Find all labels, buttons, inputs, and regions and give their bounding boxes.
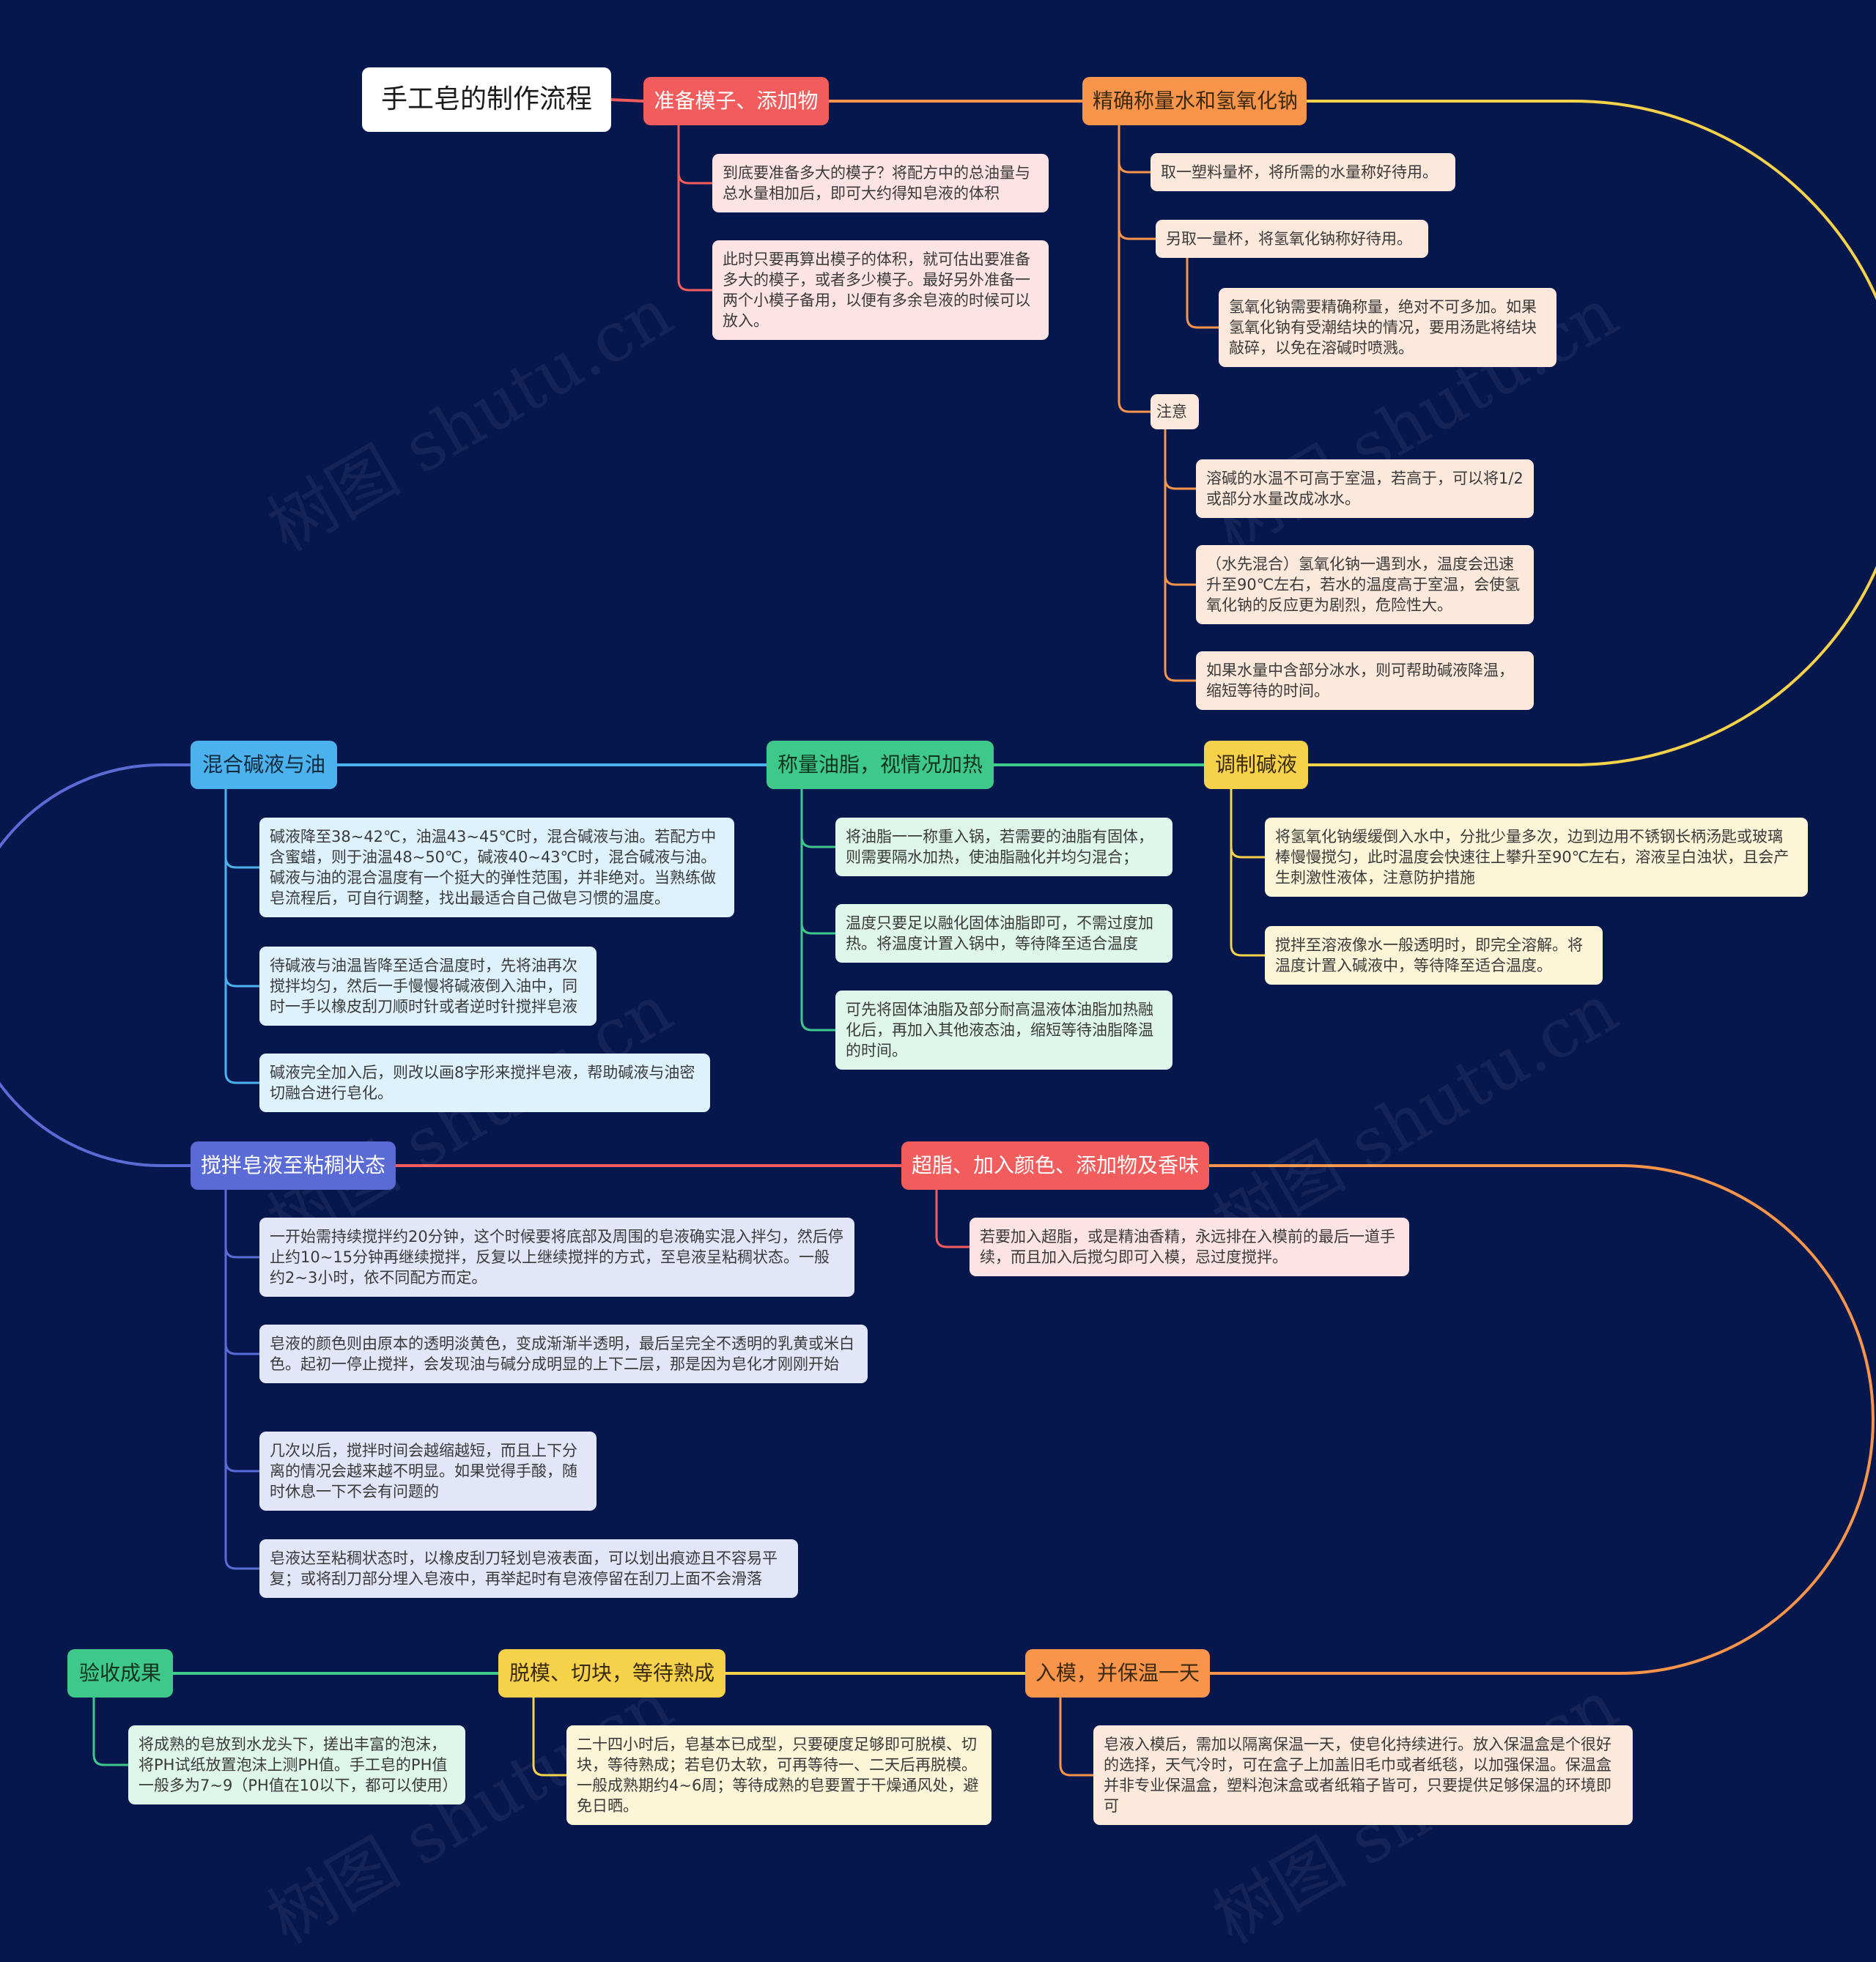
note-superfat-last[interactable]: 若要加入超脂，或是精油香精，永远排在入模前的最后一道手续，而且加入后搅匀即可入模… [970, 1218, 1409, 1276]
note-caution-label[interactable]: 注意 [1151, 394, 1199, 429]
note-mold-size[interactable]: 到底要准备多大的模子？将配方中的总油量与总水量相加后，即可大约得知皂液的体积 [712, 154, 1049, 212]
connector-child [224, 1557, 261, 1570]
topic-mix-lye-oil[interactable]: 混合碱液与油 [191, 741, 337, 789]
note-ice-water[interactable]: 如果水量中含部分冰水，则可帮助碱液降温，缩短等待的时间。 [1196, 651, 1534, 710]
root-title[interactable]: 手工皂的制作流程 [362, 67, 611, 132]
connector-child [224, 1342, 261, 1355]
connector-child [532, 1763, 568, 1777]
note-melt-first[interactable]: 可先将固体油脂及部分耐高温液体油脂加热融化后，再加入其他液态油，缩短等待油脂降温… [835, 991, 1172, 1070]
note-unmold-cure[interactable]: 二十四小时后，皂基本已成型，只要硬度足够即可脱模、切块，等待熟成；若皂仍太软，可… [566, 1725, 991, 1825]
note-shorter-stir[interactable]: 几次以后，搅拌时间会越缩越短，而且上下分离的情况会越来越不明显。如果觉得手酸，随… [259, 1432, 597, 1511]
connector-child [935, 1235, 971, 1248]
topic-prepare-molds[interactable]: 准备模子、添加物 [643, 77, 829, 125]
connector-child [1059, 1763, 1095, 1777]
connector-t4-t5 [0, 763, 192, 1167]
connector-nested [1164, 573, 1197, 586]
topic-stir-to-trace[interactable]: 搅拌皂液至粘稠状态 [191, 1141, 396, 1190]
connector-nested [1164, 477, 1197, 490]
connector-child [224, 1245, 261, 1259]
connector-child [677, 278, 714, 292]
connector-child [92, 1753, 130, 1766]
connector-child [224, 1459, 261, 1473]
note-insulate-day[interactable]: 皂液入模后，需加以隔离保温一天，使皂化持续进行。放入保温盒是个很好的选择，天气冷… [1093, 1725, 1633, 1825]
note-trace-test[interactable]: 皂液达至粘稠状态时，以橡皮刮刀轻划皂液表面，可以划出痕迹且不容易平复；或将刮刀部… [259, 1539, 798, 1598]
connector-nested [1186, 256, 1220, 329]
note-fully-dissolved[interactable]: 搅拌至溶液像水一般透明时，即完全溶解。将温度计置入碱液中，等待降至适合温度。 [1265, 926, 1603, 985]
note-weigh-water[interactable]: 取一塑料量杯，将所需的水量称好待用。 [1151, 153, 1455, 191]
note-pour-naoh[interactable]: 将氢氧化钠缓缓倒入水中，分批少量多次，边到边用不锈钢长柄汤匙或玻璃棒慢慢搅匀，此… [1265, 818, 1808, 897]
connector-lines [0, 98, 1876, 1777]
connector-child [800, 922, 837, 935]
connector-child [1230, 944, 1266, 957]
topic-mold-insulate[interactable]: 入模，并保温一天 [1025, 1649, 1210, 1698]
topic-make-lye[interactable]: 调制碱液 [1204, 741, 1308, 789]
connector-child [224, 1071, 261, 1084]
note-water-temp[interactable]: 溶碱的水温不可高于室温，若高于，可以将1/2或部分水量改成冰水。 [1196, 459, 1534, 518]
topic-weigh-water-naoh[interactable]: 精确称量水和氢氧化钠 [1082, 77, 1307, 125]
note-ph-test[interactable]: 将成熟的皂放到水龙头下，搓出丰富的泡沫，将PH试纸放置泡沫上测PH值。手工皂的P… [128, 1725, 465, 1804]
connector-t6-t7 [1208, 1164, 1875, 1675]
connector-child [1118, 160, 1152, 174]
note-weigh-naoh[interactable]: 另取一量杯，将氢氧化钠称好待用。 [1156, 220, 1428, 258]
connector-child [677, 171, 714, 185]
note-stir-duration[interactable]: 一开始需持续搅拌约20分钟，这个时候要将底部及周围的皂液确实混入拌匀，然后停止约… [259, 1218, 854, 1297]
note-pour-lye[interactable]: 待碱液与油温皆降至适合温度时，先将油再次搅拌均匀，然后一手慢慢将碱液倒入油中，同… [259, 947, 597, 1026]
mindmap-canvas: 树图 shutu.cn 树图 shutu.cn 树图 shutu.cn 树图 s… [0, 67, 1876, 1959]
connector-t1-t2 [1305, 100, 1876, 766]
connector-nested [1164, 669, 1197, 682]
note-mold-volume[interactable]: 此时只要再算出模子的体积，就可估出要准备多大的模子，或者多少模子。最好另外准备一… [712, 240, 1049, 340]
note-naoh-precise[interactable]: 氢氧化钠需要精确称量，绝对不可多加。如果氢氧化钠有受潮结块的情况，要用汤匙将结块… [1219, 288, 1556, 367]
connector-child [224, 974, 261, 988]
note-heat-enough[interactable]: 温度只要足以融化固体油脂即可，不需过度加热。将温度计置入锅中，等待降至适合温度 [835, 904, 1172, 963]
connector-root-t0 [610, 98, 645, 103]
topic-superfat-additives[interactable]: 超脂、加入颜色、添加物及香味 [901, 1141, 1209, 1190]
connector-child [1230, 845, 1266, 859]
topic-weigh-oils[interactable]: 称量油脂，视情况加热 [767, 741, 994, 789]
note-naoh-heat[interactable]: （水先混合）氢氧化钠一遇到水，温度会迅速升至90℃左右，若水的温度高于室温，会使… [1196, 545, 1534, 624]
connector-child [800, 835, 837, 848]
connector-child [1118, 227, 1157, 240]
connector-child [800, 1018, 837, 1032]
connector-child [224, 856, 261, 869]
connector-child [1118, 400, 1152, 413]
note-weigh-oils[interactable]: 将油脂一一称重入锅，若需要的油脂有固体，则需要隔水加热，使油脂融化并均匀混合； [835, 818, 1172, 876]
note-figure-eight[interactable]: 碱液完全加入后，则改以画8字形来搅拌皂液，帮助碱液与油密切融合进行皂化。 [259, 1054, 710, 1112]
note-color-change[interactable]: 皂液的颜色则由原本的透明淡黄色，变成渐渐半透明，最后呈完全不透明的乳黄或米白色。… [259, 1325, 868, 1383]
note-mix-temperature[interactable]: 碱液降至38~42℃，油温43~45℃时，混合碱液与油。若配方中含蜜蜡，则于油温… [259, 818, 734, 917]
topic-unmold-cut-cure[interactable]: 脱模、切块，等待熟成 [498, 1649, 725, 1698]
topic-check-results[interactable]: 验收成果 [67, 1649, 173, 1698]
